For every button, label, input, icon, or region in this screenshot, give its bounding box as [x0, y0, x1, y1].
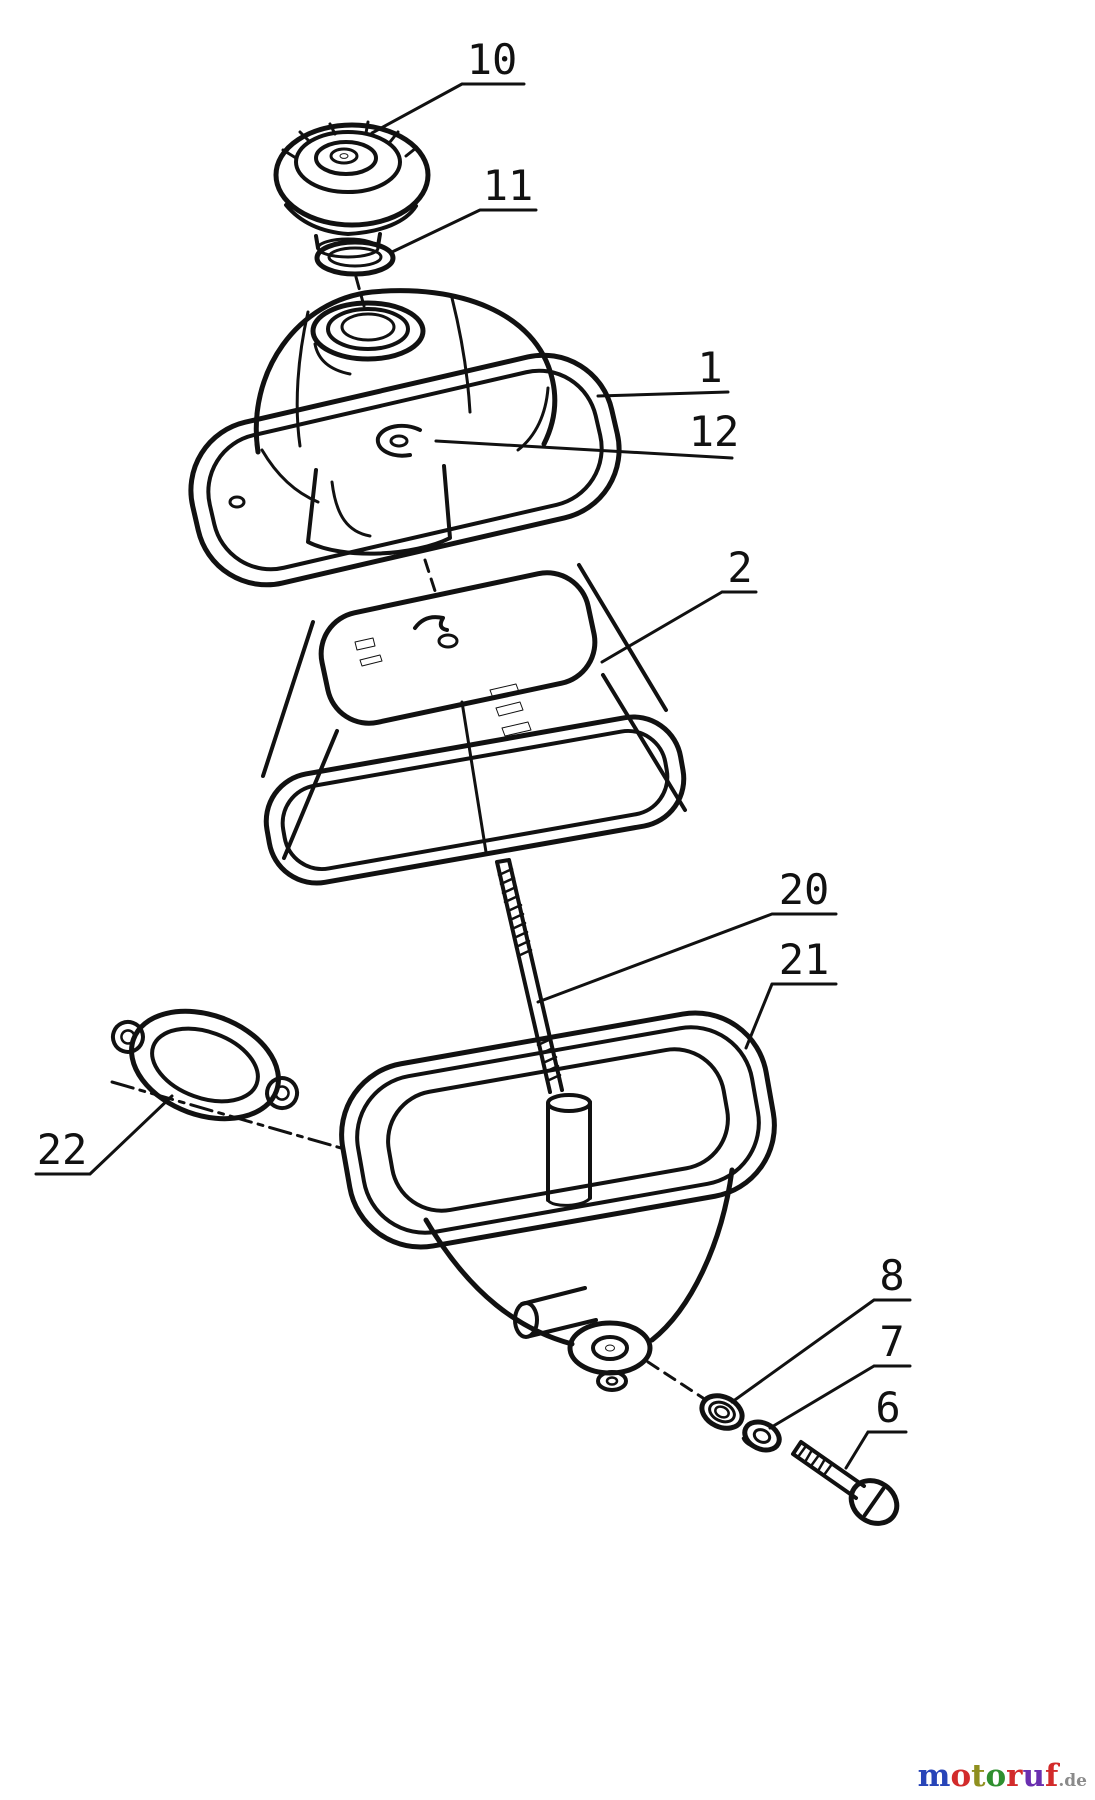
callout-1: 1 [596, 343, 730, 398]
watermark-letter: o [985, 1758, 1007, 1794]
part-filter-element [261, 563, 687, 886]
part-cover [188, 288, 622, 588]
part-number-10: 10 [467, 35, 518, 84]
callout-11: 11 [390, 161, 538, 254]
leader-line-11 [390, 208, 538, 254]
leader-line-1 [596, 390, 730, 398]
callout-7: 7 [768, 1317, 912, 1430]
callout-2: 2 [600, 543, 758, 664]
watermark-letter: r [1006, 1758, 1023, 1794]
leader-line-22 [34, 1094, 174, 1176]
part-number-21: 21 [779, 935, 830, 984]
gasket-center-line [110, 1080, 350, 1152]
part-number-11: 11 [483, 161, 534, 210]
part-base-pan [339, 1010, 777, 1392]
leader-line-7 [768, 1364, 912, 1430]
callout-8: 8 [730, 1251, 912, 1404]
part-number-1: 1 [697, 343, 722, 392]
part-number-12: 12 [689, 407, 740, 456]
part-number-6: 6 [875, 1383, 900, 1432]
part-seal-ring [314, 239, 396, 277]
part-number-7: 7 [879, 1317, 904, 1366]
part-number-20: 20 [779, 865, 830, 914]
leader-line-12 [434, 439, 734, 460]
part-washer [699, 1393, 745, 1431]
callout-10: 10 [370, 35, 526, 135]
leader-line-20 [536, 912, 838, 1004]
watermark-letter: o [950, 1758, 972, 1794]
callout-22: 22 [34, 1094, 174, 1176]
callout-6: 6 [844, 1383, 908, 1470]
callout-12: 12 [434, 407, 740, 460]
watermark-suffix: .de [1058, 1771, 1087, 1791]
part-nut [741, 1419, 782, 1453]
part-gasket [110, 1008, 300, 1122]
callout-20: 20 [536, 865, 838, 1004]
part-number-8: 8 [879, 1251, 904, 1300]
part-retaining-clip [375, 423, 422, 458]
callout-21: 21 [744, 935, 838, 1050]
part-number-2: 2 [727, 543, 752, 592]
assembly-line-bottom [646, 1360, 705, 1400]
leader-line-6 [844, 1430, 908, 1470]
watermark-letter: t [971, 1758, 986, 1794]
part-bolt [791, 1440, 900, 1526]
leader-line-10 [370, 82, 526, 135]
watermark-letter: f [1045, 1758, 1059, 1794]
watermark-letter: m [917, 1758, 951, 1794]
leader-line-8 [730, 1298, 912, 1404]
part-filler-cap [273, 120, 431, 259]
watermark-motoruf: motoruf.de [918, 1758, 1087, 1794]
watermark-letter: u [1022, 1758, 1046, 1794]
part-number-22: 22 [37, 1125, 88, 1174]
leader-line-21 [744, 982, 838, 1050]
axis-line-middle [423, 558, 438, 596]
leader-line-2 [600, 590, 758, 664]
